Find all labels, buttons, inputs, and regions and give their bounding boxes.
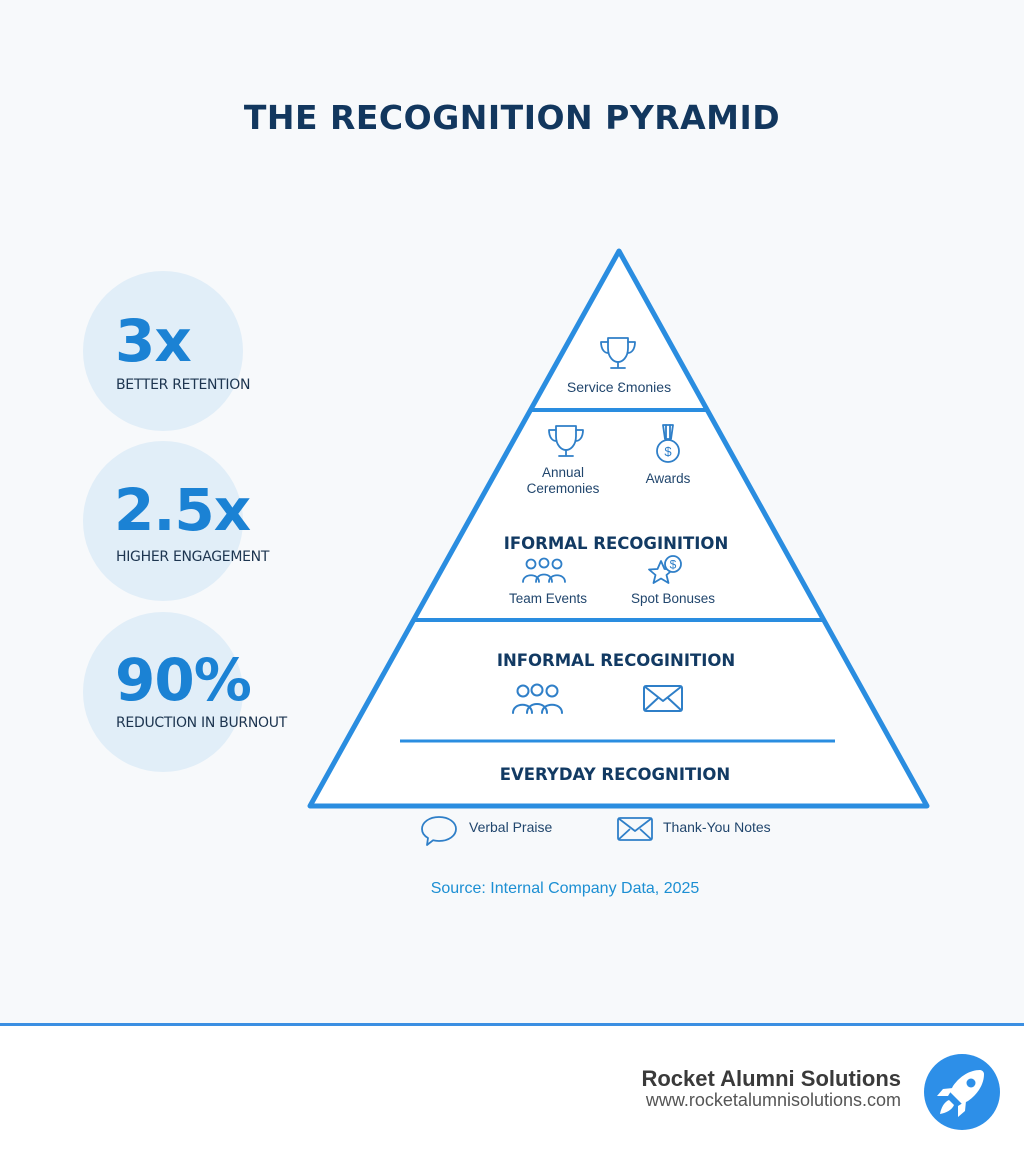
source-note: Source: Internal Company Data, 2025 [430,880,700,897]
pyramid-outline [307,248,930,809]
team-events-label: Team Events [509,591,587,606]
verbal-praise-label: Verbal Praise [469,819,552,835]
stat-circle-engagement [83,441,243,601]
stat-value-burnout: 90% [115,646,252,714]
thank-you-notes-label: Thank-You Notes [663,819,771,835]
brand-name: Rocket Alumni Solutions [641,1066,901,1091]
envelope-icon [643,685,683,712]
stat-label-burnout: REDUCTION IN BURNOUT [116,715,287,731]
tier-base-heading: EVERYDAY RECOGNITION [500,765,730,784]
footer-divider [0,1023,1024,1026]
stat-value-engagement: 2.5x [114,476,251,544]
star-dollar-icon: $ [648,555,682,584]
annual-label-line1: Annual [542,465,584,480]
svg-text:$: $ [670,558,677,572]
stat-circle-retention [83,271,243,431]
stat-label-retention: BETTER RETENTION [116,377,251,393]
footer [0,1026,1024,1154]
trophy-icon [600,337,636,369]
stat-value-retention: 3x [115,307,192,375]
awards-label: Awards [646,471,691,486]
svg-text:$: $ [664,444,672,459]
trophy-icon [548,425,584,457]
stat-label-engagement: HIGHER ENGAGEMENT [116,549,270,565]
brand-url: www.rocketalumnisolutions.com [645,1090,901,1110]
annual-label-line2: Ceremonies [527,481,600,496]
people-icon [522,557,566,583]
page-title: THE RECOGNITION PYRAMID [243,98,781,137]
spot-bonuses-label: Spot Bonuses [631,591,715,606]
tier-top-label: Service Ɛmonies [567,379,671,395]
envelope-icon [617,817,653,841]
tier-second-heading: IFORMAL RECOGINITION [504,534,729,553]
stat-circle-burnout [83,612,243,772]
medal-icon: $ [656,424,680,463]
rocket-icon [924,1054,1000,1130]
people-icon [512,683,563,714]
tier-third-heading: INFORMAL RECOGINITION [497,651,735,670]
speech-bubble-icon [421,816,457,846]
